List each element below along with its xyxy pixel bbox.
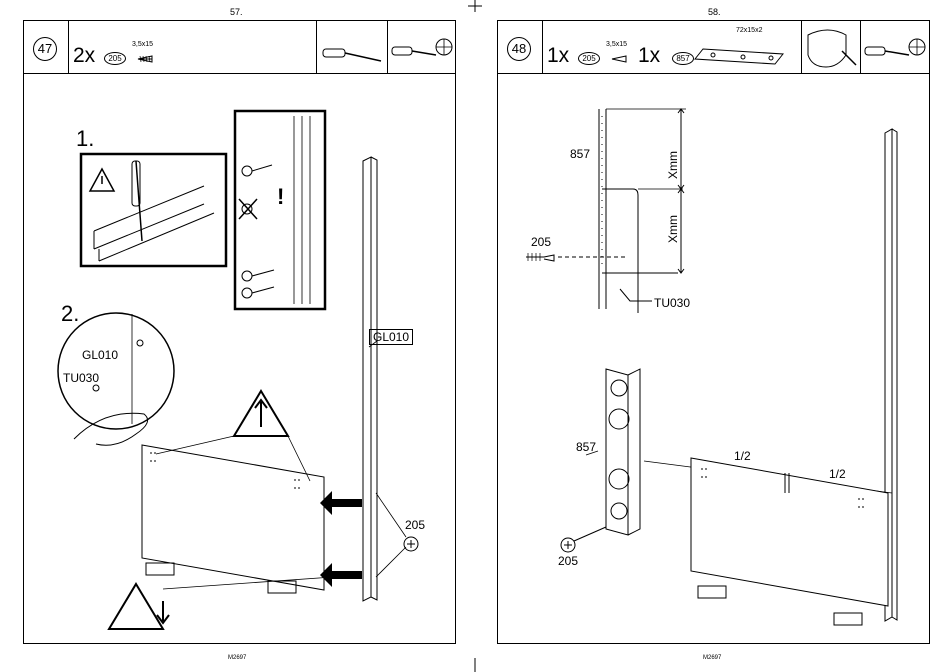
right-page: 48 1x 205 3,5x15 1x 857 72x15x2 857	[497, 20, 930, 644]
left-page: 47 2x 205 3,5x15 1. 2. GL010 TU030 GL010…	[23, 20, 456, 644]
svg-text:!: !	[277, 184, 284, 209]
right-illustration	[498, 21, 931, 645]
left-illustration: !	[24, 21, 457, 645]
